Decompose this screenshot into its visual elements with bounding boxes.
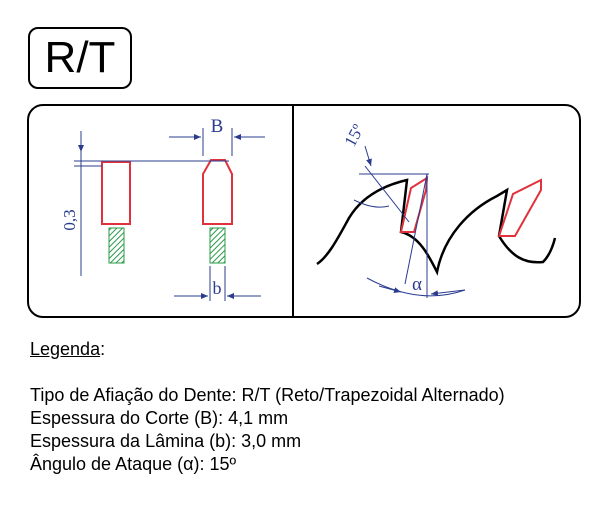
profile-badge: R/T xyxy=(28,27,132,89)
left-dimension-view: 0,3 B b xyxy=(60,116,265,301)
diagram-panel: 0,3 B b xyxy=(27,104,581,318)
trapezoidal-tooth-tip xyxy=(202,159,233,225)
angle-top-label: 15º xyxy=(341,121,368,150)
dimension-b-label: b xyxy=(213,278,222,298)
straight-tooth-blade xyxy=(108,227,125,264)
top-angle-line xyxy=(364,165,410,223)
top-angle-arc xyxy=(353,199,390,208)
saw-body-outline xyxy=(316,178,557,276)
tooth-diagram: 0,3 B b xyxy=(60,106,557,316)
dimension-B-label: B xyxy=(211,116,224,137)
profile-code: R/T xyxy=(44,33,116,82)
dimension-thickness-label: 0,3 xyxy=(60,209,79,230)
legend-line-rake-angle: Ângulo de Ataque (α): 15º xyxy=(30,454,237,474)
legend-title-line: Legenda: xyxy=(30,338,505,361)
legend-line-tooth-type: Tipo de Afiação do Dente: R/T (Reto/Trap… xyxy=(30,385,505,405)
legend-title-suffix: : xyxy=(100,339,106,359)
alpha-arc xyxy=(366,277,466,297)
dimension-0-3: 0,3 xyxy=(60,131,229,276)
legend-line-blade-thickness: Espessura da Lâmina (b): 3,0 mm xyxy=(30,431,302,451)
legend-title: Legenda xyxy=(30,339,101,359)
angle-bottom-label: α xyxy=(412,274,422,295)
straight-tooth-tip xyxy=(101,161,131,225)
dimension-B: B xyxy=(169,116,265,156)
legend: Legenda: Tipo de Afiação do Dente: R/T (… xyxy=(30,338,505,476)
legend-line-cut-thickness: Espessura do Corte (B): 4,1 mm xyxy=(30,408,289,428)
straight-tooth xyxy=(101,161,131,264)
trapezoidal-tooth xyxy=(202,159,233,264)
trapezoidal-tooth-blade xyxy=(209,227,226,264)
carbide-tooth-2 xyxy=(497,178,542,237)
rake-angle-line xyxy=(404,173,428,285)
right-angle-view: 15º α xyxy=(316,121,557,298)
dimension-b: b xyxy=(174,266,261,301)
